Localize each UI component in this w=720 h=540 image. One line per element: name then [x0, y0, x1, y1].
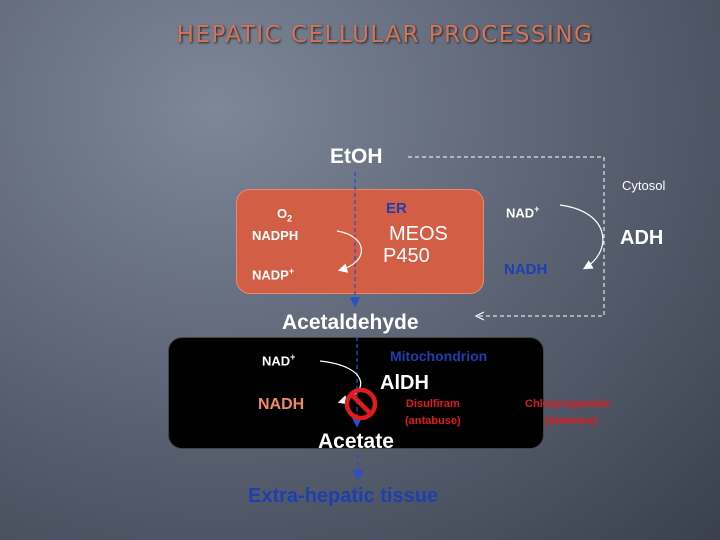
cytosol-label: Cytosol — [622, 178, 666, 193]
inhibition-icon — [344, 387, 378, 421]
cytosol-pathway-arrowhead — [474, 311, 485, 321]
cytosol-nadh-label: NADH — [504, 261, 548, 278]
mito-nadh-label: NADH — [258, 396, 305, 413]
mitochondrion-label: Mitochondrion — [390, 348, 488, 364]
cytosol-nad-label: NAD+ — [506, 204, 540, 221]
meos-label: MEOS — [389, 223, 448, 245]
nadph-label: NADPH — [252, 228, 299, 243]
slide-title: HEPATIC CELLULAR PROCESSING — [176, 22, 594, 48]
cytosol-pathway-line — [408, 156, 605, 317]
er-cofactor-curve — [336, 230, 362, 273]
acetate-label: Acetate — [318, 430, 394, 453]
extra-hepatic-label: Extra-hepatic tissue — [248, 485, 439, 507]
disulfiram-label: Disulfiram — [406, 398, 460, 410]
p450-label: P450 — [383, 245, 430, 267]
aldh-label: AlDH — [380, 372, 429, 394]
cytosol-cofactor-curve — [559, 204, 604, 270]
acetaldehyde-label: Acetaldehyde — [282, 311, 419, 334]
chlorpropamide-label: Chlorpropamide — [525, 398, 610, 410]
mito-nad-label: NAD+ — [262, 352, 296, 369]
etoh-label: EtOH — [330, 145, 383, 168]
diabetes-label: (diabetes) — [545, 415, 597, 427]
er-label: ER — [386, 200, 407, 217]
adh-label: ADH — [620, 227, 664, 249]
antabuse-label: (antabuse) — [405, 415, 461, 427]
o2-label: O2 — [277, 206, 293, 224]
nadp-label: NADP+ — [252, 266, 295, 283]
er-box — [236, 189, 484, 294]
